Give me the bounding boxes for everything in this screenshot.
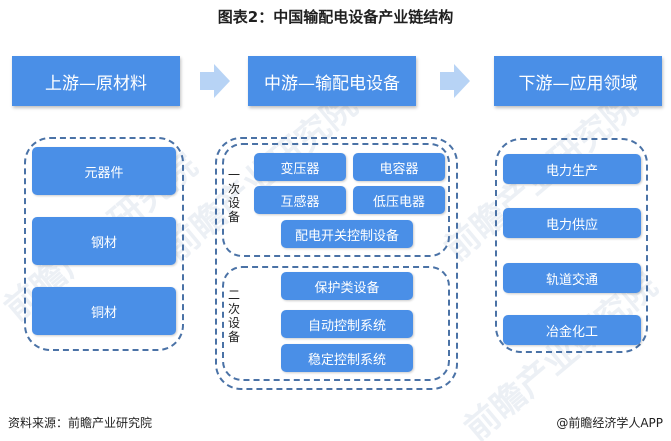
downstream-item: 电力供应 [503,208,641,238]
credit-note: @前瞻经济学人APP [556,416,663,430]
secondary-item: 稳定控制系统 [281,344,413,372]
arrow-right-icon [200,64,230,98]
downstream-header: 下游—应用领域 [494,56,662,106]
primary-item: 互感器 [254,186,346,214]
secondary-item: 自动控制系统 [281,310,413,338]
primary-equipment-group [222,143,450,257]
arrow-right-icon [440,64,470,98]
source-note: 资料来源：前瞻产业研究院 [8,416,153,430]
secondary-item: 保护类设备 [281,272,413,300]
primary-equipment-label: 一次设备 [227,168,240,224]
downstream-group [495,138,648,353]
midstream-group [215,137,458,390]
secondary-equipment-label: 二次设备 [227,288,240,344]
downstream-item: 轨道交通 [503,263,641,293]
downstream-item: 电力生产 [503,154,641,184]
upstream-group [24,137,184,351]
primary-item: 配电开关控制设备 [281,220,413,248]
primary-item: 低压电器 [353,186,445,214]
primary-item: 变压器 [254,153,346,181]
upstream-item: 铜材 [32,287,176,335]
midstream-header: 中游—输配电设备 [248,56,416,106]
upstream-header: 上游—原材料 [12,56,180,106]
upstream-item: 元器件 [32,147,176,195]
upstream-item: 钢材 [32,217,176,265]
page-title: 图表2：中国输配电设备产业链结构 [217,8,454,26]
primary-item: 电容器 [353,153,445,181]
secondary-equipment-group [222,266,450,381]
downstream-item: 冶金化工 [503,315,641,345]
